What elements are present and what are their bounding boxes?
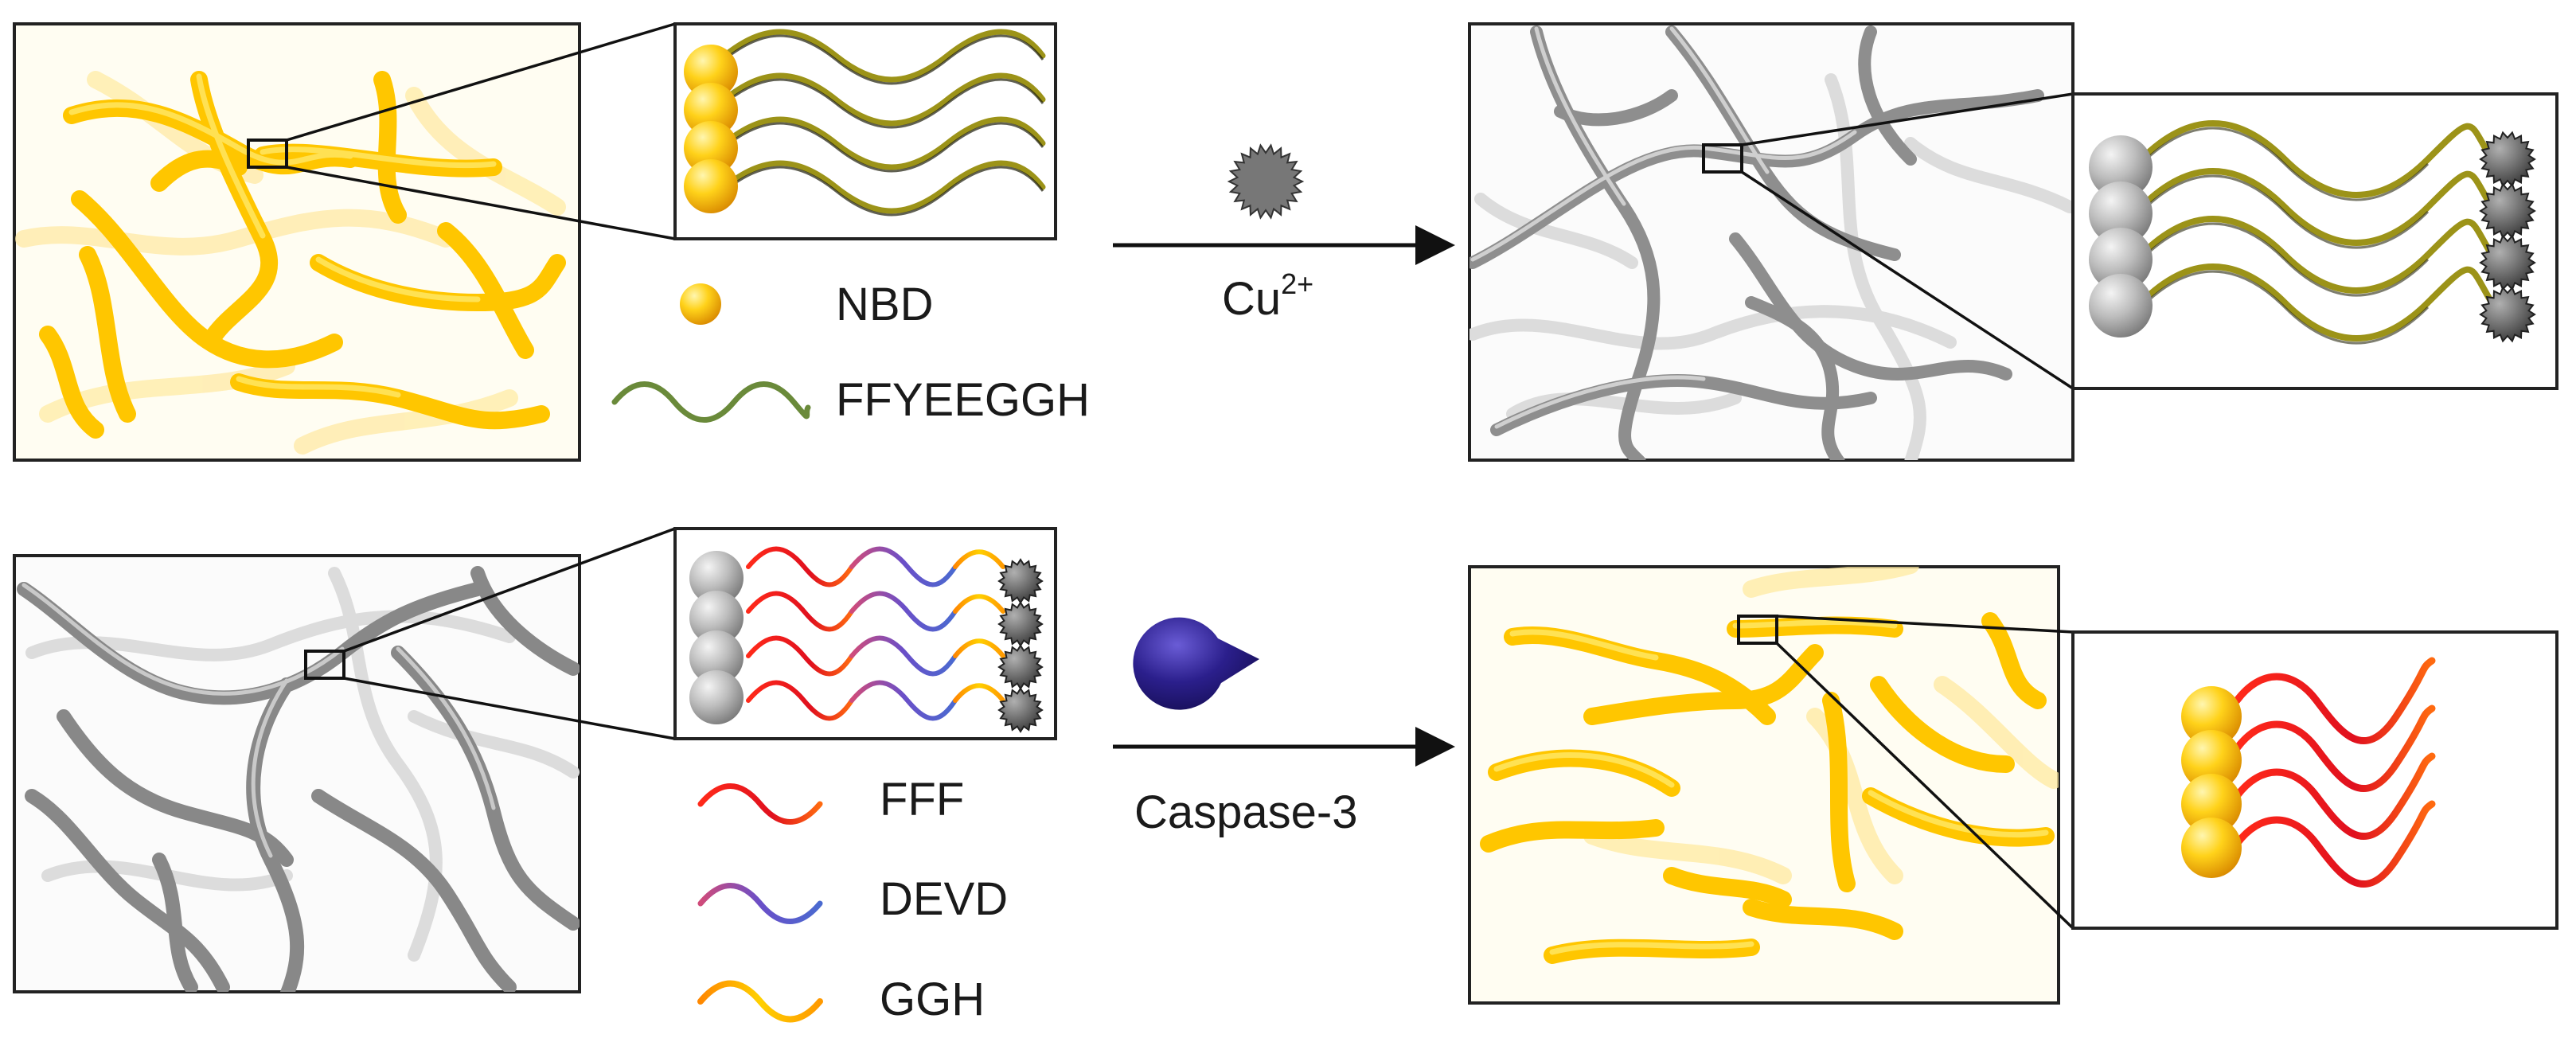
inset-d-peptide-strands [2233,657,2436,888]
inset-b-nbd-stack [2089,135,2153,338]
inset-cu-bound [2071,92,2558,390]
inset-a-peptide-strands [721,29,1046,214]
zoom-marker-d [1737,615,1778,645]
inset-a-nbd-stack [684,45,738,213]
reaction-arrow-cu: Cu2+ [1113,143,1455,325]
inset-d-frame [2071,630,2558,930]
copper-ion-3 [2479,234,2536,291]
panel-cu-gel [1468,22,2074,462]
inset-nbd-ffyeeggh [673,22,1057,240]
devd-legend-label: DEVD [880,873,1008,925]
zoom-marker-b [1702,143,1743,174]
ggh-legend-label: GGH [880,974,985,1025]
reaction-arrow-caspase: Caspase-3 [1113,617,1455,838]
copper-ion-4 [997,687,1044,733]
inset-b-peptide-strands [2138,120,2495,341]
copper-ion-1 [2479,131,2536,188]
inset-d-nbd-stack [2181,686,2242,878]
inset-b-copper-stack [2479,131,2536,343]
caspase-label: Caspase-3 [1134,786,1357,838]
zoom-line-b-top [1741,92,2074,146]
legend-top: NBD FFYEEGGH [611,279,1090,426]
inset-c-peptide-strands [746,546,1005,721]
zoom-marker-a [247,139,288,169]
legend-bottom: FFF DEVD GGH [697,774,1008,1025]
cu-label: Cu2+ [1222,267,1313,325]
inset-c-nbd-stack [689,551,744,724]
zoom-line-a-top [286,22,676,142]
ggh-legend-icon [697,980,823,1023]
copper-ion-icon [1227,143,1305,220]
zoom-line-c-top [343,527,676,653]
inset-fff-cleaved [2071,630,2558,930]
panel-nbd-fibers [13,22,676,462]
panel-cleaved-fibers [1468,565,2074,1005]
fff-legend-label: FFF [880,774,964,825]
panel-devd-gel [13,527,676,993]
zoom-line-a-bottom [286,166,676,240]
nbd-legend-label: NBD [836,279,933,330]
copper-ion-4 [2479,286,2536,343]
yellow-fiber-network-d [1480,567,2059,964]
fff-legend-icon [697,783,823,825]
copper-ion-2 [2479,182,2536,240]
ffyeeggh-legend-label: FFYEEGGH [836,374,1090,426]
zoom-line-d-bottom [1775,642,2074,930]
yellow-fiber-network [15,71,566,455]
gray-fiber-network-c [17,566,580,992]
caspase-enzyme-icon [1133,617,1259,710]
zoom-line-b-bottom [1741,170,2074,390]
zoom-line-c-bottom [343,677,676,740]
inset-fff-devd-ggh [673,527,1057,740]
nbd-legend-icon [680,283,721,325]
zoom-marker-c [304,650,345,680]
devd-legend-icon [697,883,823,924]
copper-ion-1 [997,558,1044,604]
zoom-line-d-top [1776,615,2074,634]
ffyeeggh-legend-icon [611,381,811,423]
copper-ion-3 [997,644,1044,690]
inset-c-copper-stack [997,558,1044,733]
gray-fiber-network [1469,25,2073,460]
copper-ion-2 [997,601,1044,647]
